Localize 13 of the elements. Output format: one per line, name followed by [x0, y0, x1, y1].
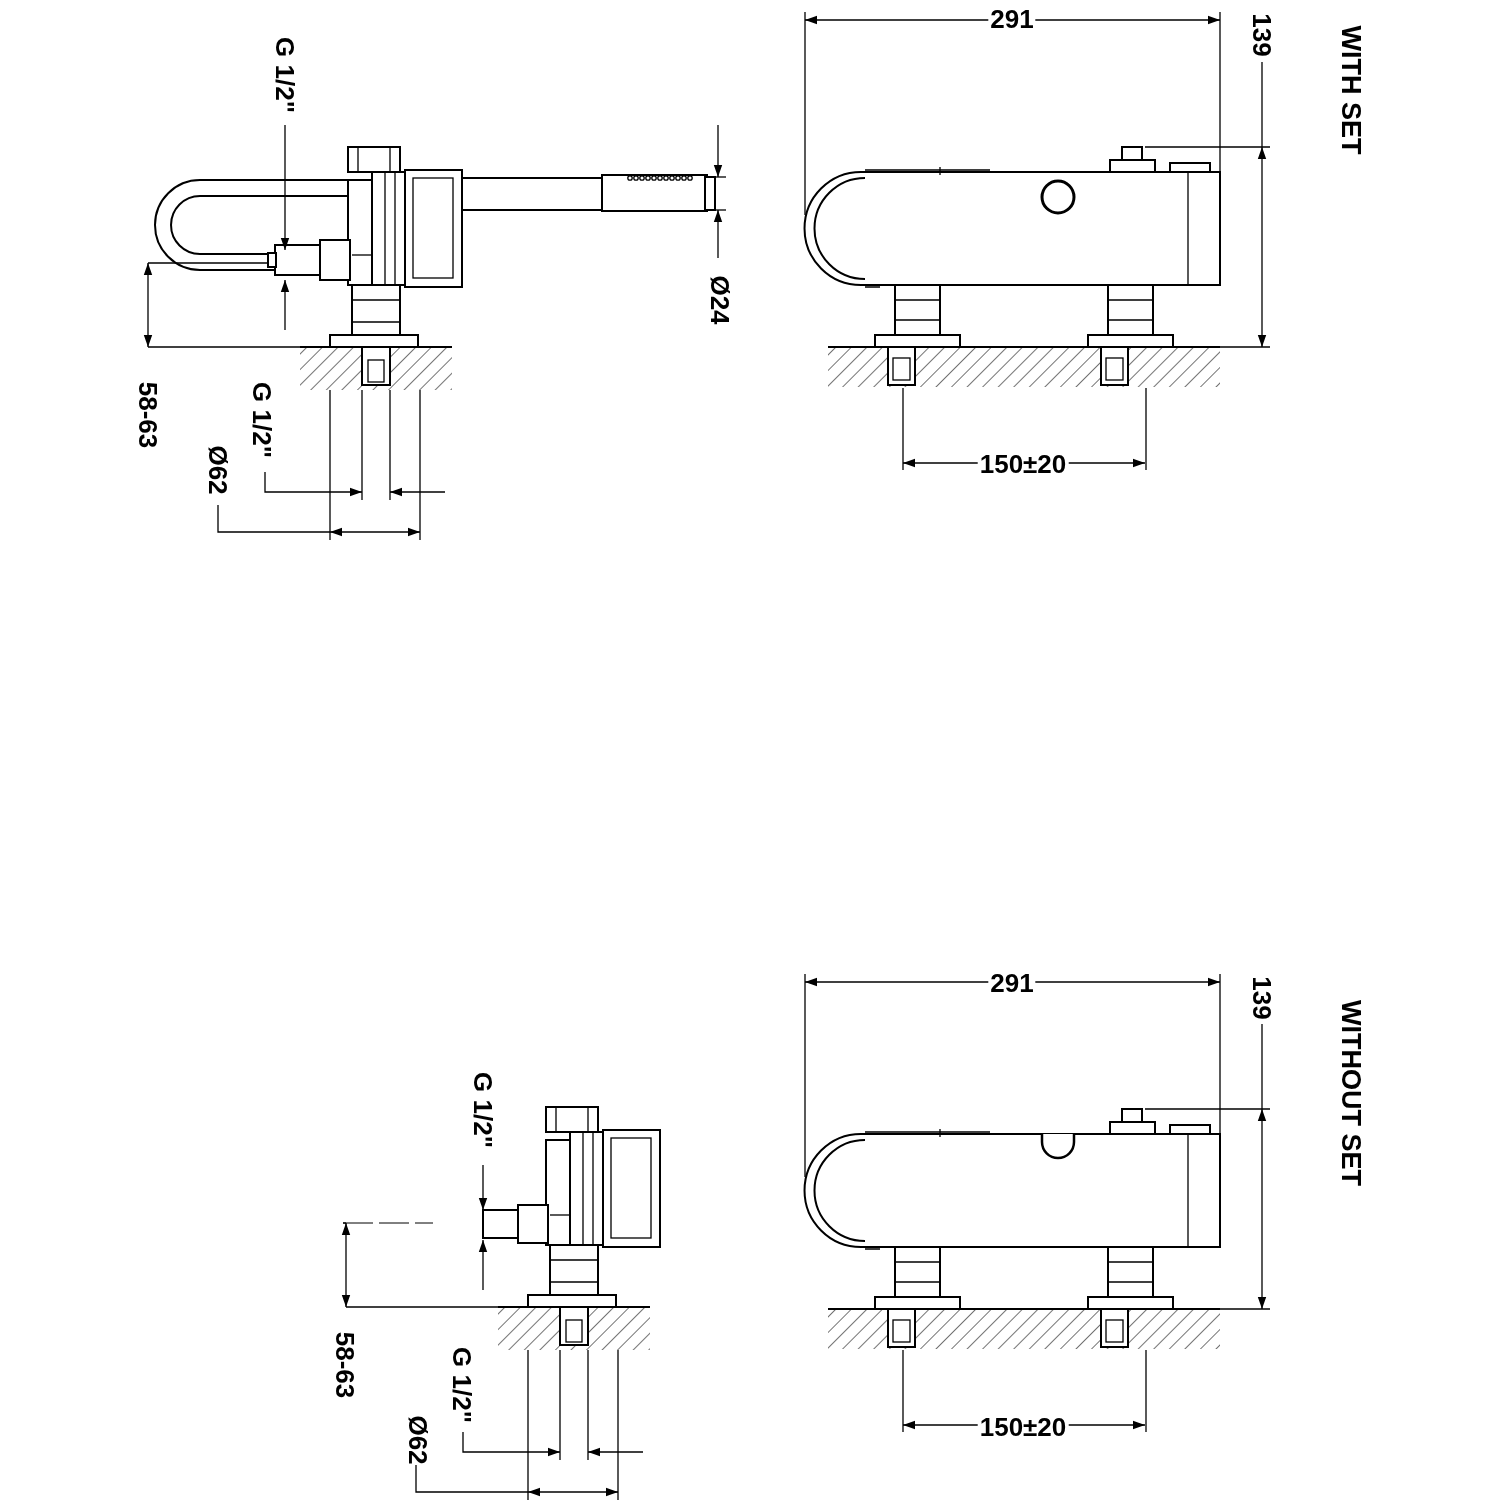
thread-size-label: G 1/2": [470, 1071, 496, 1150]
thread-size-label: G 1/2": [249, 381, 275, 460]
thread-size-label: G 1/2": [272, 36, 298, 115]
view-title: WITHOUT SET: [1336, 999, 1364, 1188]
dimension-label: Ø62: [405, 1414, 431, 1467]
view-title: WITH SET: [1336, 24, 1364, 157]
dimension-label: 58-63: [135, 380, 161, 451]
dimension-label: 139: [1249, 975, 1275, 1022]
dimension-label: 139: [1249, 12, 1275, 59]
thread-size-label: G 1/2": [449, 1346, 475, 1425]
dimension-label: 58-63: [332, 1330, 358, 1401]
dimension-label: Ø24: [707, 274, 733, 327]
dimension-label: Ø62: [205, 444, 231, 497]
